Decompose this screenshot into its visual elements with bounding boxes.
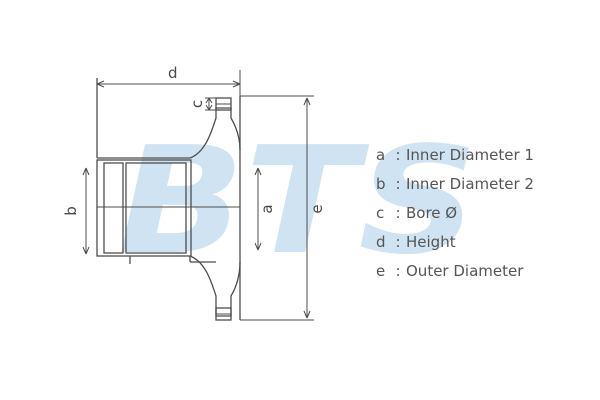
dim-label-a: a: [258, 204, 276, 213]
dim-label-c: c: [188, 100, 206, 108]
dim-label-e: e: [308, 204, 326, 213]
left-block: [96, 159, 192, 257]
watermark: BTS: [118, 115, 478, 287]
dim-label-d: d: [168, 64, 178, 82]
dimension-lines: [82, 70, 314, 321]
legend-item-e: e:Outer Diameter: [376, 262, 524, 280]
legend-item-c: c:Bore Ø: [376, 204, 458, 222]
part-outline: [96, 78, 241, 321]
legend-item-a: a:Inner Diameter 1: [376, 146, 534, 164]
dimension-legend: a:Inner Diameter 1 b:Inner Diameter 2 c:…: [376, 141, 534, 286]
legend-item-d: d:Height: [376, 233, 456, 251]
dim-label-b: b: [62, 206, 80, 216]
legend-item-b: b:Inner Diameter 2: [376, 175, 534, 193]
